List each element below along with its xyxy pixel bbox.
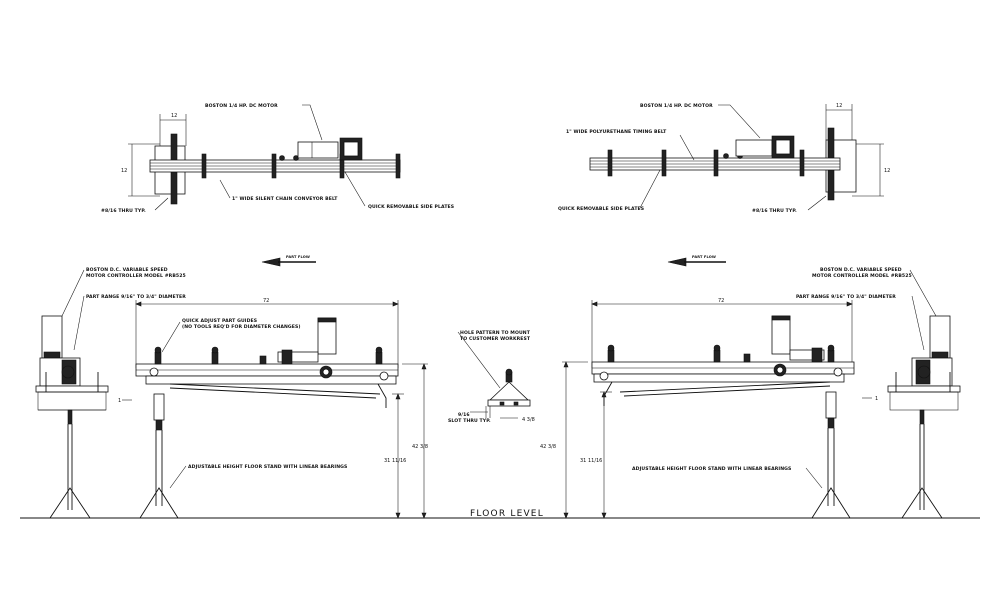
part-flow-arrow-left: PART FLOW: [261, 255, 316, 267]
top-right-thru-label: #8/16 THRU TYP.: [752, 208, 797, 214]
detail-slot-2: SLOT THRU TYP.: [448, 418, 491, 424]
left-height-dim-1: 42 3/8: [412, 444, 428, 450]
left-range-label: PART RANGE 9/16" TO 3/4" DIAMETER: [86, 294, 186, 300]
left-end-dim: 1: [118, 398, 121, 404]
top-left-height-dim: 12: [121, 168, 127, 174]
left-length-dim: 72: [263, 298, 269, 304]
right-controller-line-2: MOTOR CONTROLLER MODEL #RB525: [812, 273, 912, 279]
top-right-width-dim: 12: [836, 103, 842, 109]
left-controller-line-1: BOSTON D.C. VARIABLE SPEED: [86, 267, 168, 273]
part-flow-left-label: PART FLOW: [286, 255, 310, 259]
right-end-dim: 1: [875, 396, 878, 402]
top-right-belt-label: 1" WIDE POLYURETHANE TIMING BELT: [566, 129, 667, 135]
left-guides-line-1: QUICK ADJUST PART GUIDES: [182, 318, 257, 324]
right-height-dim-1: 42 3/8: [540, 444, 556, 450]
part-flow-right-label: PART FLOW: [692, 255, 716, 259]
left-stand-label: ADJUSTABLE HEIGHT FLOOR STAND WITH LINEA…: [188, 464, 347, 470]
top-left-belt-label: 1" WIDE SILENT CHAIN CONVEYOR BELT: [232, 196, 338, 202]
detail-note-1: HOLE PATTERN TO MOUNT: [460, 330, 531, 336]
detail-slot-1: 9/16: [458, 412, 470, 418]
left-controller-line-2: MOTOR CONTROLLER MODEL #RB525: [86, 273, 186, 279]
floor-level-label: FLOOR LEVEL: [470, 509, 544, 519]
top-right-plan-view: 12 12 BOSTON 1/4 HP. DC MOTOR 1" WIDE PO…: [558, 103, 890, 214]
right-stand-label: ADJUSTABLE HEIGHT FLOOR STAND WITH LINEA…: [632, 466, 791, 472]
right-side-elevation: 72 1 ADJUST: [540, 267, 961, 519]
top-left-plan-view: 12 12 BOSTON 1/4 HP. DC MOTOR 1" WIDE SI…: [101, 103, 454, 214]
top-left-width-dim: 12: [171, 113, 177, 119]
left-side-elevation: BOSTON D.C. VARIABLE SPEED MOTOR CONTROL…: [35, 267, 428, 519]
right-length-dim: 72: [718, 298, 724, 304]
top-left-plates-label: QUICK REMOVABLE SIDE PLATES: [368, 204, 454, 210]
right-height-dim-2: 31 11/16: [580, 458, 602, 464]
right-controller-line-1: BOSTON D.C. VARIABLE SPEED: [820, 267, 902, 273]
top-right-height-dim: 12: [884, 168, 890, 174]
top-right-motor-label: BOSTON 1/4 HP. DC MOTOR: [640, 103, 713, 109]
right-range-label: PART RANGE 9/16" TO 3/4" DIAMETER: [796, 294, 896, 300]
top-left-motor-label: BOSTON 1/4 HP. DC MOTOR: [205, 103, 278, 109]
part-flow-arrow-right: PART FLOW: [667, 255, 726, 267]
detail-note-2: TO CUSTOMER WORKREST: [460, 336, 531, 342]
detail-dim: 4 3/8: [522, 417, 535, 423]
left-height-dim-2: 31 11/16: [384, 458, 406, 464]
top-right-plates-label: QUICK REMOVABLE SIDE PLATES: [558, 206, 644, 212]
top-left-thru-label: #8/16 THRU TYP.: [101, 208, 146, 214]
mount-detail: HOLE PATTERN TO MOUNT TO CUSTOMER WORKRE…: [448, 330, 535, 424]
left-guides-line-2: (NO TOOLS REQ'D FOR DIAMETER CHANGES): [182, 324, 301, 330]
